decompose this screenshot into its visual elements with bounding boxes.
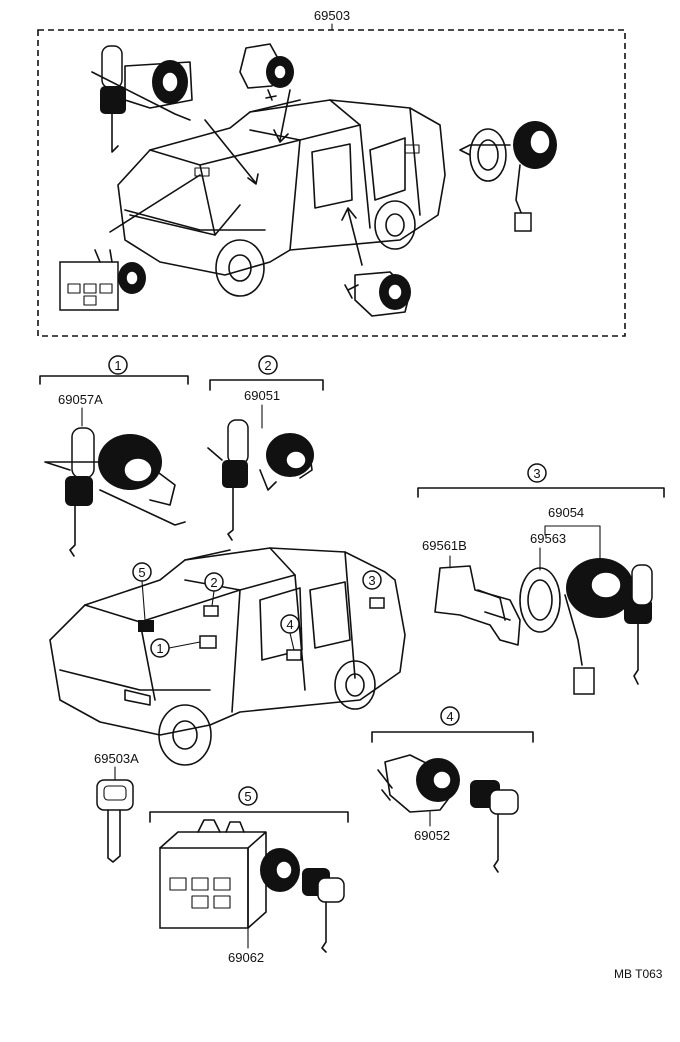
part-69052-label: 69052 [414,828,450,843]
part-69062-label: 69062 [228,950,264,965]
bottom-vehicle-illustration: 5 2 3 1 4 [49,547,406,766]
callout-4: 4 [446,709,453,724]
group-5: 5 69062 [149,786,349,965]
top-back-door-lock-sketch [459,121,557,232]
top-door-lock-sketch-1 [239,43,294,143]
top-ignition-lock-sketch [91,45,193,153]
arrow-1 [109,174,201,233]
group-3: 3 69054 69563 69561B [417,463,665,695]
car-callout-4: 4 [286,617,293,632]
kit-box: 69503 [37,8,626,337]
kit-part-number: 69503 [314,8,350,23]
top-glove-lock-sketch [59,249,146,311]
group-2: 2 69051 [207,355,324,541]
group-4: 4 69052 [371,706,534,873]
arrow-2 [204,119,259,185]
callout-3: 3 [533,466,540,481]
top-vehicle-illustration [117,99,446,297]
part-69054-label: 69054 [548,505,584,520]
part-69561B-label: 69561B [422,538,467,553]
top-door-lock-sketch-2 [341,207,411,317]
callout-2: 2 [264,358,271,373]
part-69057A-label: 69057A [58,392,103,407]
figure-code: MB T063 [614,967,663,981]
car-callout-2: 2 [210,575,217,590]
car-callout-1: 1 [156,641,163,656]
part-69503A-label: 69503A [94,751,139,766]
part-69563-label: 69563 [530,531,566,546]
group-1: 1 69057A [39,355,189,557]
car-callout-3: 3 [368,573,375,588]
car-callout-5: 5 [138,565,145,580]
callout-5: 5 [244,789,251,804]
key-69503A: 69503A [94,751,139,863]
callout-1: 1 [114,358,121,373]
part-69051-label: 69051 [244,388,280,403]
